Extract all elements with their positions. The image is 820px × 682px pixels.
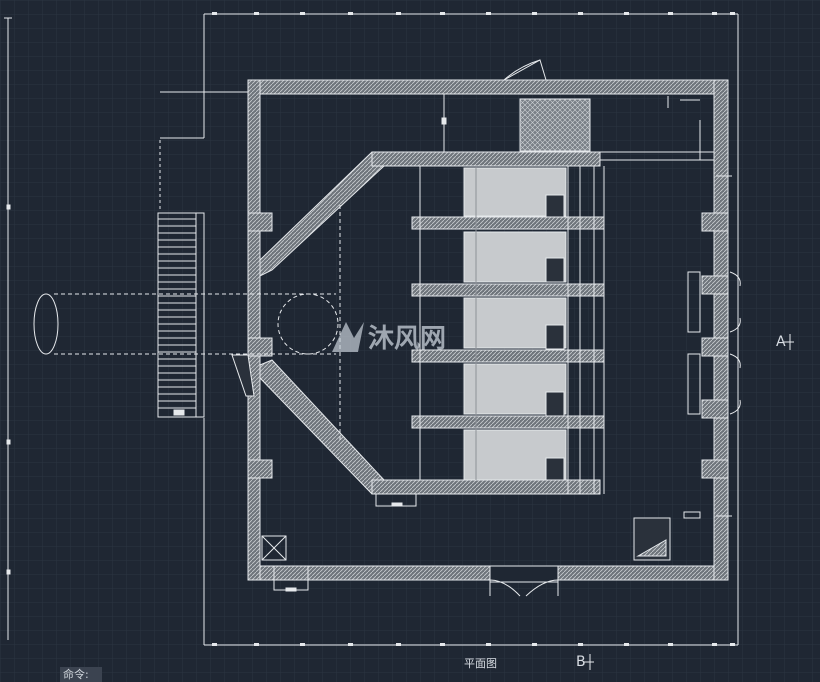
dimension-tick (440, 643, 445, 646)
bottom-right-box (633, 511, 701, 561)
dimension-tick (300, 643, 305, 646)
section-label-b: B (576, 654, 586, 670)
bottom-door (489, 565, 559, 597)
dimension-tick (578, 643, 583, 646)
equipment-box (519, 98, 591, 152)
dimension-tick (348, 643, 353, 646)
dimension-tick (254, 12, 259, 15)
dimension-tick (668, 12, 673, 15)
inlet-pipe (33, 293, 339, 355)
dimension-ticks (212, 12, 735, 646)
hopper-walls (259, 151, 601, 495)
dimension-tick (212, 643, 217, 646)
dimension-tick (668, 643, 673, 646)
dimension-tick (578, 12, 583, 15)
watermark: 沐风网 (332, 322, 446, 354)
dimension-tick (212, 12, 217, 15)
dimension-tick (396, 12, 401, 15)
plan-title: 平面图 (464, 657, 497, 670)
dimension-tick (730, 643, 735, 646)
dimension-tick (486, 643, 491, 646)
watermark-text: 沐风网 (368, 324, 446, 354)
dimension-tick (486, 12, 491, 15)
bottom-left-box (261, 493, 417, 592)
dimension-tick (624, 12, 629, 15)
dimension-tick (440, 12, 445, 15)
inner-wall-lines (260, 93, 714, 567)
right-doors (687, 271, 741, 415)
watermark-logo-icon (332, 322, 364, 352)
dimension-tick (624, 643, 629, 646)
outer-boundary (160, 13, 739, 646)
building-walls (247, 79, 729, 581)
filter-cells (411, 166, 605, 494)
section-marker-a: A (776, 334, 794, 350)
command-prompt: 命令: (63, 668, 89, 681)
top-door (503, 59, 547, 81)
section-marker-b: B (576, 654, 594, 670)
left-wall-details (159, 94, 732, 517)
dimension-tick (712, 643, 717, 646)
filter-units (463, 167, 567, 481)
dimension-tick (396, 643, 401, 646)
dimension-tick (300, 12, 305, 15)
dimension-tick (712, 12, 717, 15)
dimension-tick (254, 643, 259, 646)
dimension-tick (532, 12, 537, 15)
dimension-tick (532, 643, 537, 646)
dimension-tick (348, 12, 353, 15)
dimension-tick (730, 12, 735, 15)
left-axis-line (4, 17, 12, 640)
stair-treads (158, 218, 196, 409)
command-line[interactable]: 命令: (60, 667, 102, 682)
section-label-a: A (776, 334, 786, 350)
